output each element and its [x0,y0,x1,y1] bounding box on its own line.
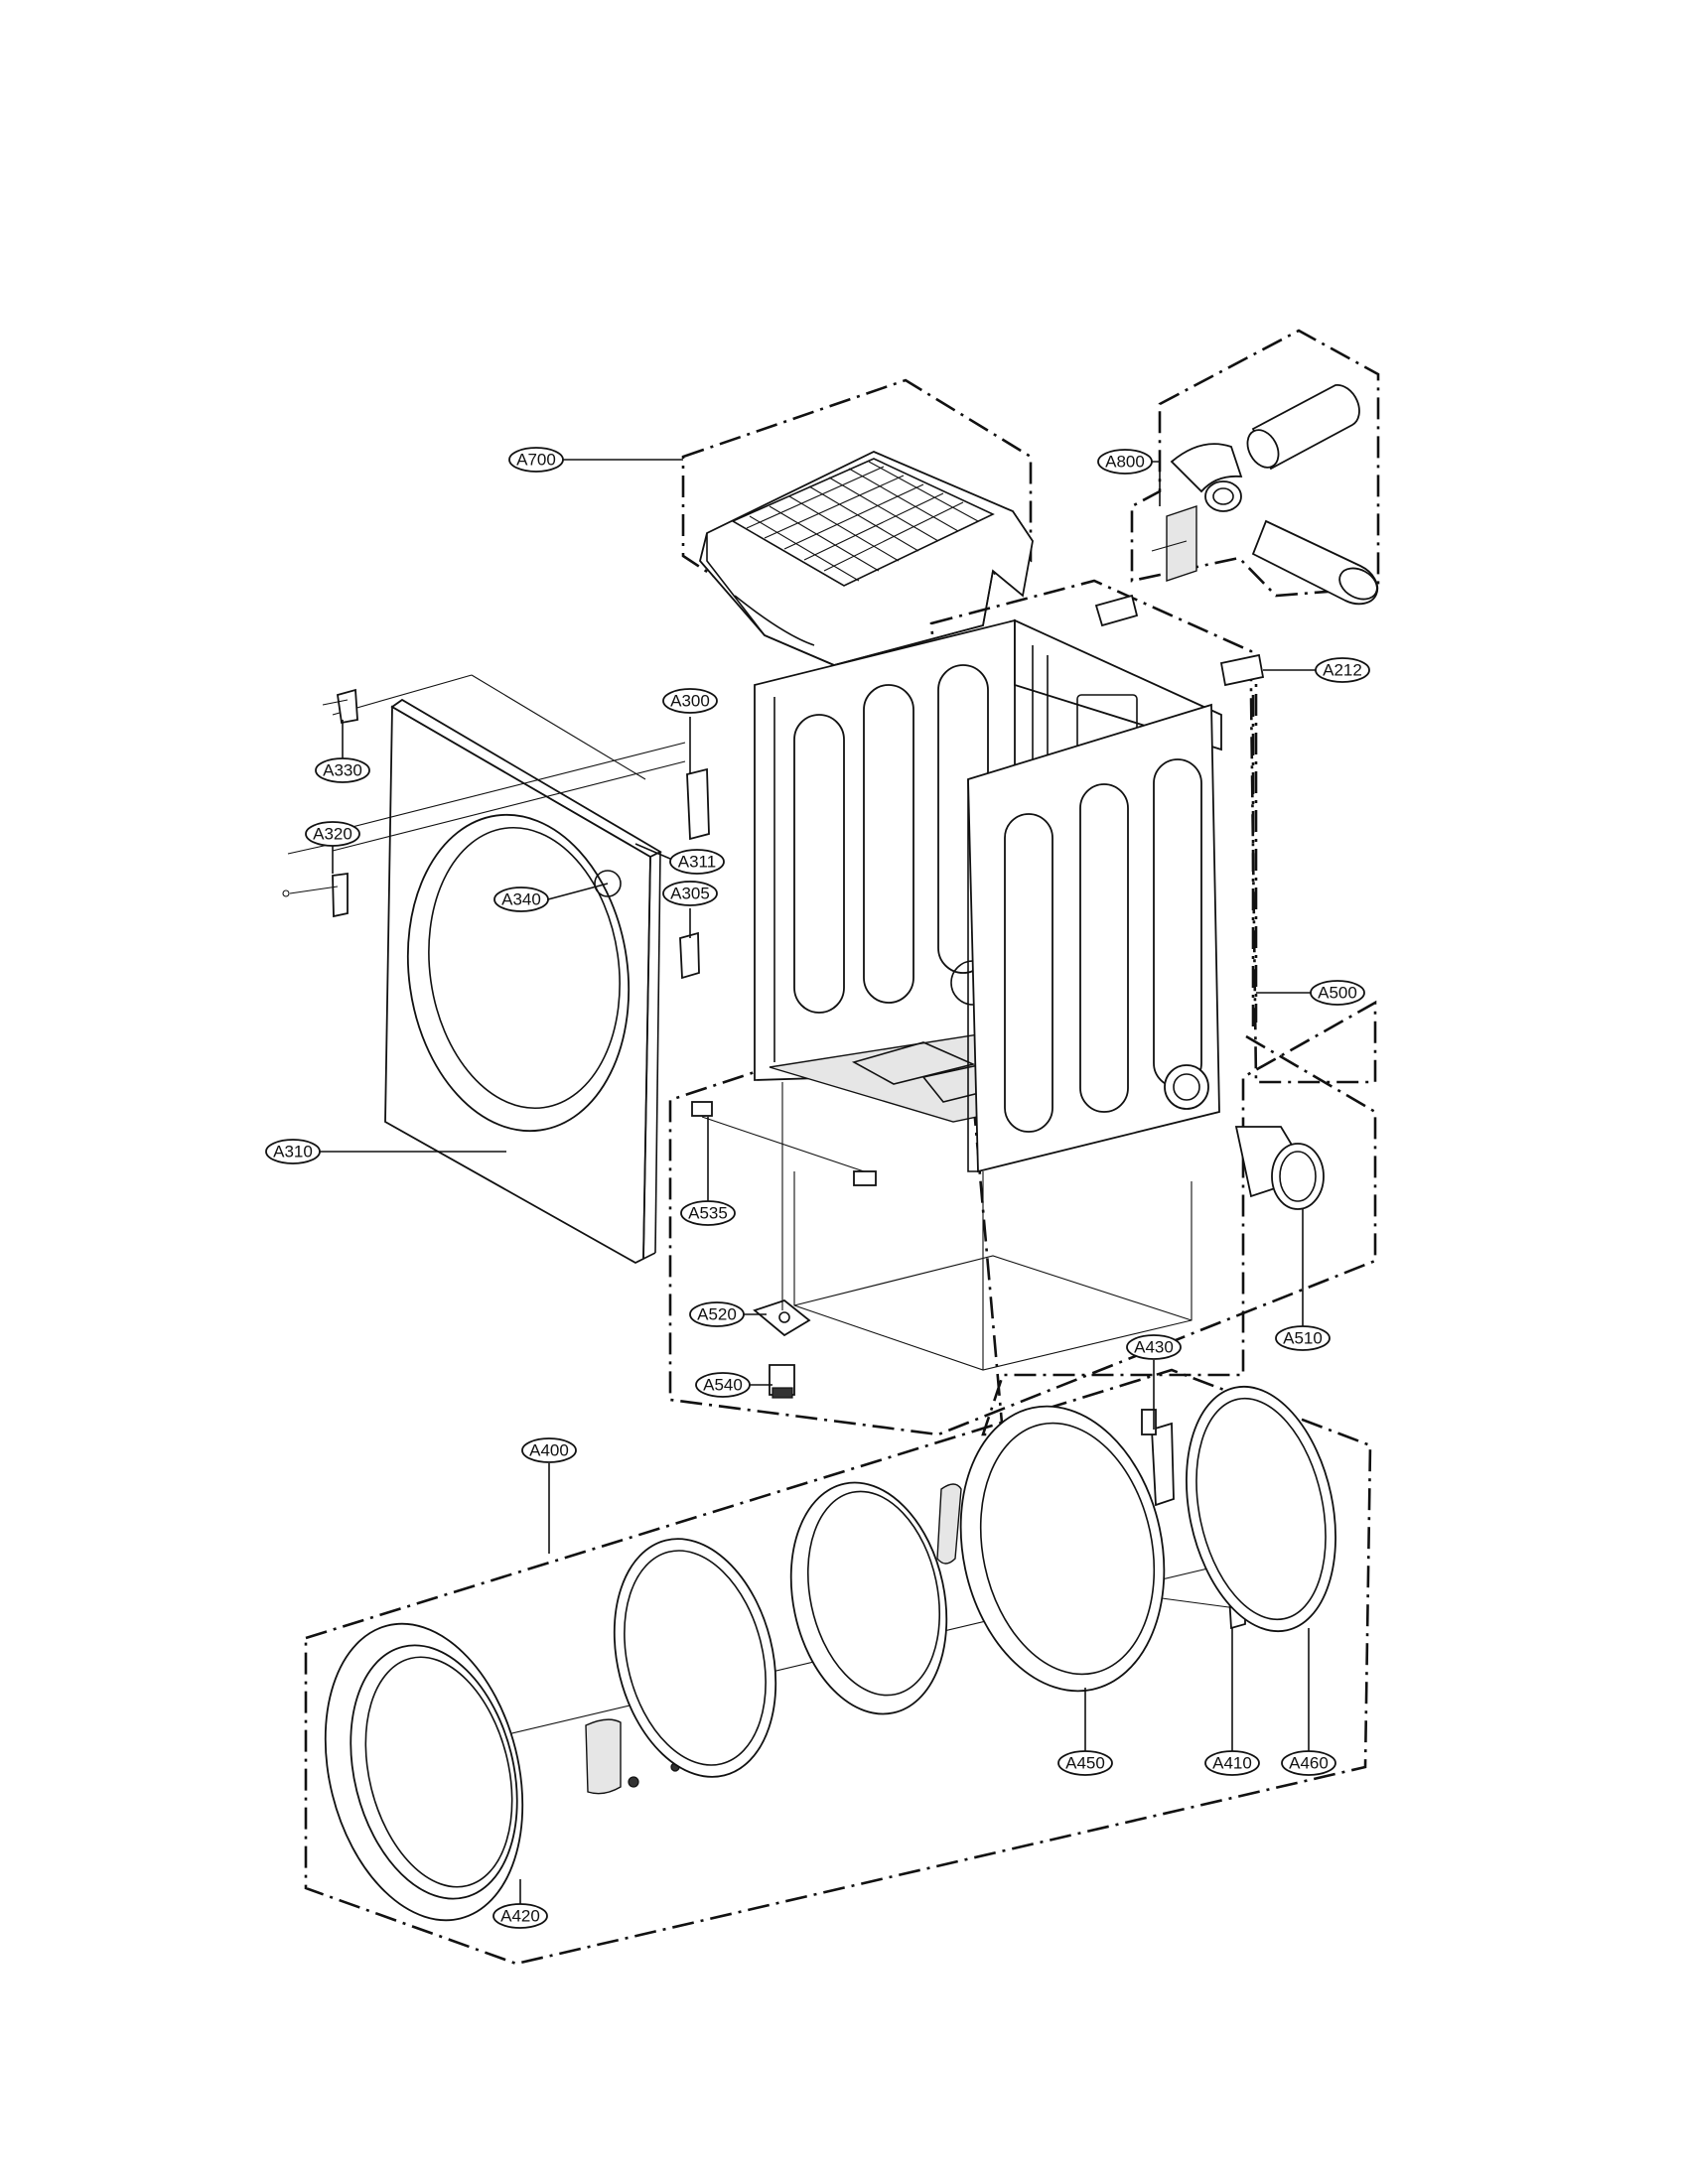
callout-a460: A460 [1281,1750,1336,1776]
callout-a500: A500 [1310,980,1365,1006]
svg-text:A500: A500 [1318,984,1357,1003]
svg-text:A540: A540 [703,1376,743,1395]
svg-text:A450: A450 [1065,1754,1105,1773]
svg-text:A311: A311 [678,853,716,872]
svg-text:A410: A410 [1212,1754,1252,1773]
svg-text:A430: A430 [1134,1338,1174,1357]
callout-a410: A410 [1204,1750,1260,1776]
svg-text:A310: A310 [273,1143,313,1161]
svg-text:A420: A420 [500,1907,540,1926]
svg-text:A212: A212 [1323,661,1362,680]
callout-a700: A700 [508,447,564,473]
callout-a320: A320 [305,821,360,847]
callout-a450: A450 [1057,1750,1113,1776]
svg-text:A520: A520 [697,1305,737,1324]
front-panel-group [282,674,710,1265]
callout-a305: A305 [662,881,718,906]
leader-lines [320,459,1316,1916]
svg-text:A700: A700 [516,451,556,470]
cabinet-group [668,579,1377,1436]
exhaust-duct-group [1130,329,1380,606]
callout-a540: A540 [695,1372,751,1398]
door-assembly-group [304,1368,1372,1966]
svg-text:A800: A800 [1105,453,1145,472]
svg-text:A300: A300 [670,692,710,711]
callout-a340: A340 [493,887,549,912]
svg-text:A460: A460 [1289,1754,1329,1773]
svg-text:A305: A305 [670,885,710,903]
callout-a430: A430 [1126,1334,1182,1360]
svg-text:A535: A535 [688,1204,728,1223]
callout-a520: A520 [689,1301,745,1327]
svg-text:A330: A330 [323,761,362,780]
svg-text:A510: A510 [1283,1329,1323,1348]
svg-text:A400: A400 [529,1441,569,1460]
drying-rack-group [681,378,1034,666]
callout-a300: A300 [662,688,718,714]
callout-a535: A535 [680,1200,736,1226]
callout-a311: A311 [669,849,725,875]
callout-a310: A310 [265,1139,321,1164]
svg-text:A340: A340 [501,890,541,909]
callout-a800: A800 [1097,449,1153,475]
svg-text:A320: A320 [313,825,352,844]
callout-a420: A420 [492,1903,548,1929]
callout-a510: A510 [1275,1325,1331,1351]
callout-a330: A330 [315,757,370,783]
callout-a212: A212 [1315,657,1370,683]
callout-a400: A400 [521,1437,577,1463]
